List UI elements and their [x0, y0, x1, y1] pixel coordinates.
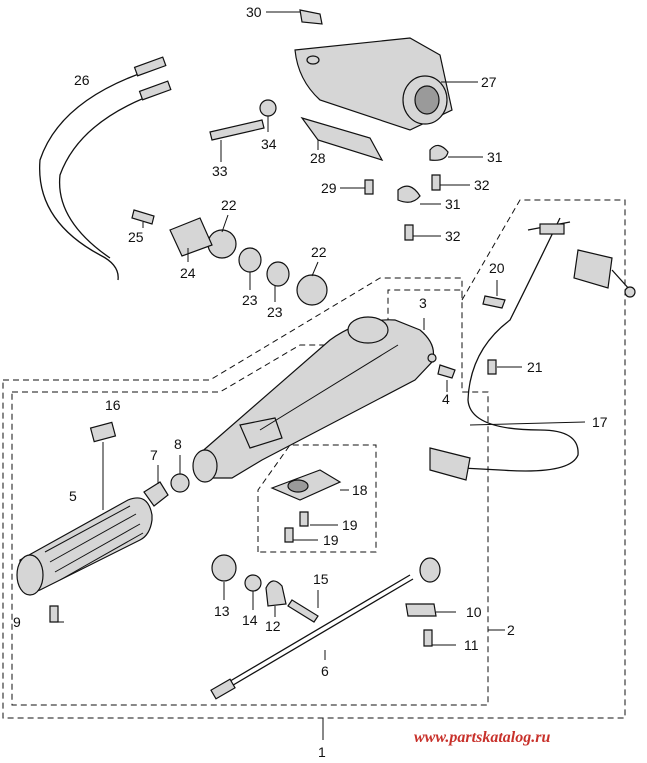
label-part-12: 12 — [265, 618, 281, 634]
label-part-11: 11 — [464, 637, 479, 653]
clip-30 — [299, 9, 323, 25]
label-part-7: 7 — [150, 447, 158, 463]
label-part-1: 1 — [318, 744, 326, 760]
label-part-22-upper: 22 — [221, 197, 237, 213]
label-part-25: 25 — [128, 229, 144, 245]
pivot-hardware — [131, 209, 328, 306]
label-part-14: 14 — [242, 612, 258, 628]
throttle-cable — [210, 557, 441, 700]
label-part-3: 3 — [419, 295, 427, 311]
label-part-29: 29 — [321, 180, 337, 196]
label-part-6: 6 — [321, 663, 329, 679]
decal-16 — [89, 421, 117, 443]
label-part-21: 21 — [527, 359, 543, 375]
twist-grip — [16, 497, 153, 596]
bracket-hardware — [209, 99, 449, 241]
label-part-10: 10 — [466, 604, 482, 620]
clamp-12 — [265, 580, 287, 607]
label-part-26: 26 — [74, 72, 90, 88]
label-part-31-lower: 31 — [445, 196, 461, 212]
label-part-23-right: 23 — [267, 304, 283, 320]
assembly-boundaries — [2, 199, 626, 719]
label-part-34: 34 — [261, 136, 277, 152]
boundary-assembly-1 — [3, 277, 463, 381]
tiller-bracket — [294, 9, 453, 131]
label-part-2: 2 — [507, 622, 515, 638]
label-part-4: 4 — [442, 391, 450, 407]
watermark: www.partskatalog.ru — [414, 729, 550, 746]
washer-8 — [170, 473, 190, 493]
label-part-9: 9 — [13, 614, 21, 630]
clip-10 — [405, 603, 437, 617]
bolt-15 — [287, 599, 319, 623]
label-part-30: 30 — [246, 4, 262, 20]
label-part-23-left: 23 — [242, 292, 258, 308]
label-part-15: 15 — [313, 571, 329, 587]
label-part-16: 16 — [105, 397, 121, 413]
label-part-5: 5 — [69, 488, 77, 504]
leader-lines — [50, 11, 586, 740]
label-part-32-upper: 32 — [474, 177, 490, 193]
label-part-17: 17 — [592, 414, 608, 430]
stop-switch-harness — [429, 217, 636, 481]
label-part-27: 27 — [481, 74, 497, 90]
tiller-arm — [192, 316, 437, 483]
label-part-22-lower: 22 — [311, 244, 327, 260]
label-part-33: 33 — [212, 163, 228, 179]
screw-11 — [423, 629, 433, 647]
label-part-20: 20 — [489, 260, 505, 276]
screw-4 — [437, 364, 456, 379]
screw-9 — [49, 605, 59, 623]
label-part-19-upper: 19 — [342, 517, 358, 533]
label-part-13: 13 — [214, 603, 230, 619]
label-part-19-lower: 19 — [323, 532, 339, 548]
cable-pair-26 — [39, 56, 172, 281]
label-part-32-lower: 32 — [445, 228, 461, 244]
label-part-8: 8 — [174, 436, 182, 452]
label-part-28: 28 — [310, 150, 326, 166]
spring-14 — [244, 574, 262, 592]
friction-block-13 — [211, 554, 237, 582]
label-part-18: 18 — [352, 482, 368, 498]
bushing-7 — [143, 481, 169, 507]
boundary-assembly-18 — [257, 444, 377, 553]
small-parts — [49, 364, 456, 647]
part-labels: 1 2 3 4 5 6 7 8 9 10 11 12 13 14 15 16 1… — [13, 4, 608, 760]
label-part-31-upper: 31 — [487, 149, 503, 165]
label-part-24: 24 — [180, 265, 196, 281]
friction-plate — [270, 469, 342, 543]
